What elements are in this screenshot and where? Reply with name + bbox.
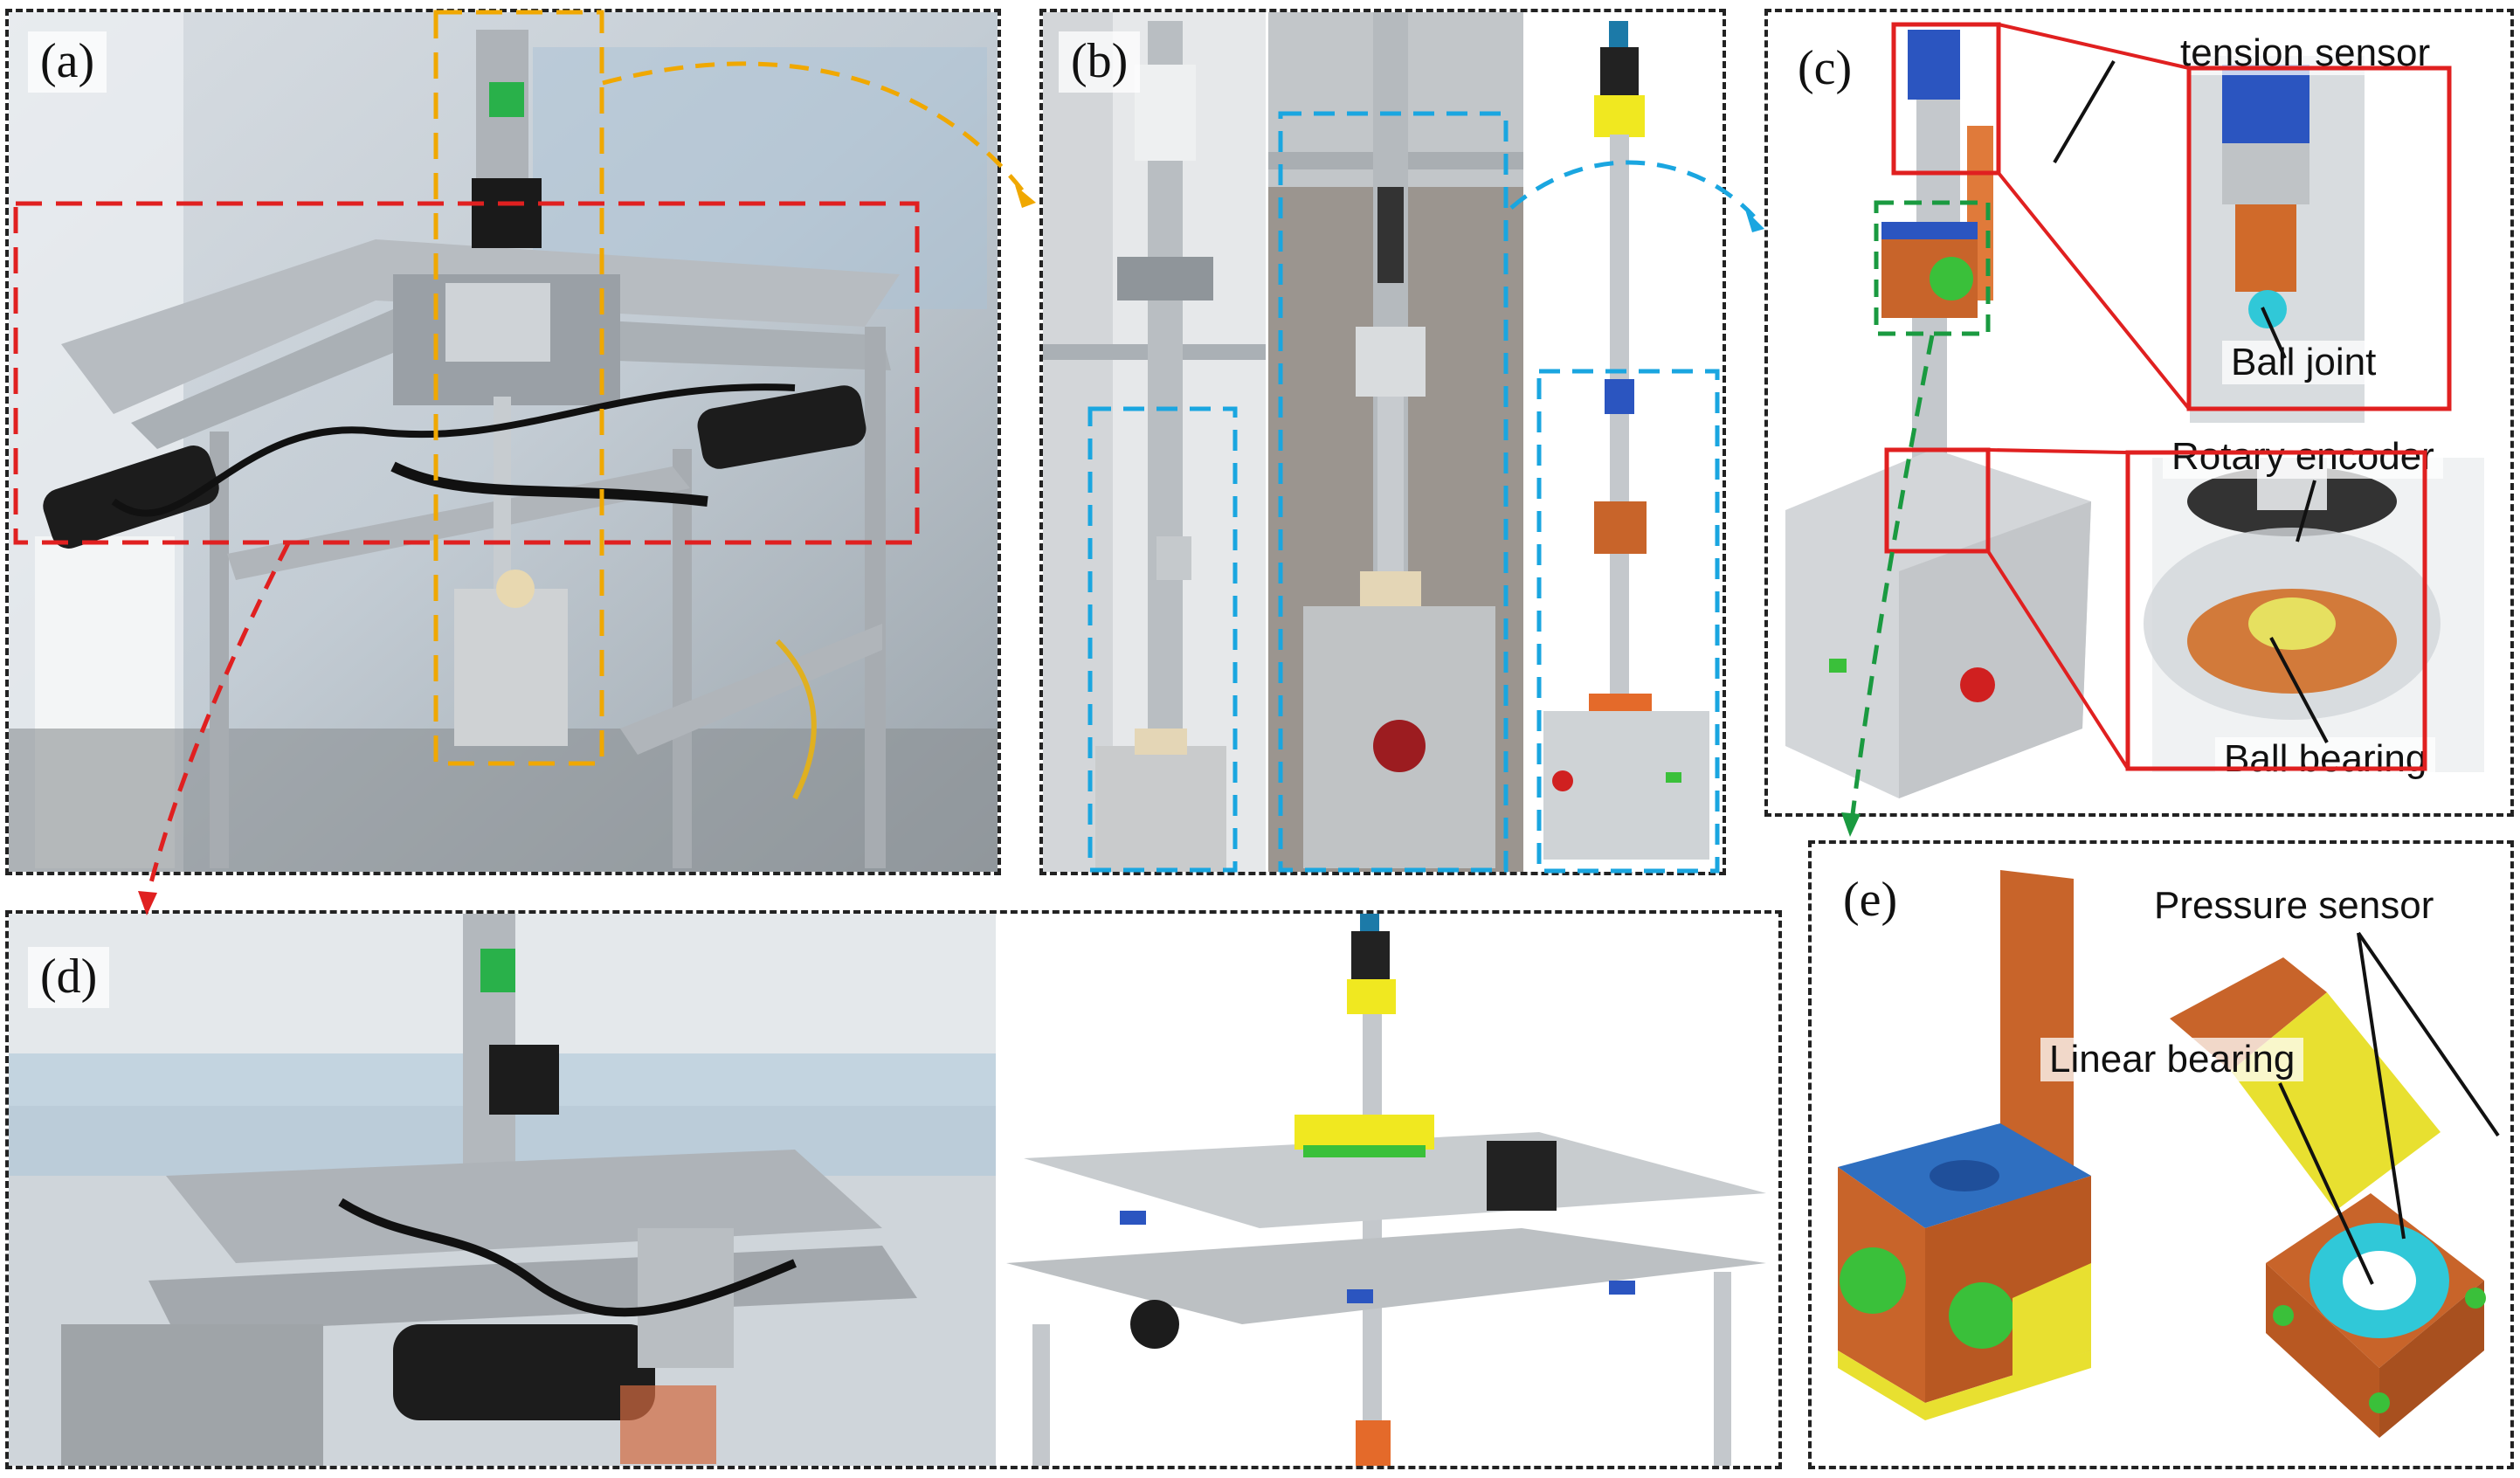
panel-a-photo [9, 12, 998, 872]
panel-e-cad [1812, 844, 2510, 1466]
panel-a-illustration [9, 12, 998, 872]
panel-c-cad [1768, 12, 2510, 813]
callout-rotary-encoder: Rotary encoder [2163, 435, 2443, 480]
panel-b-middle-illustration [1268, 12, 1523, 872]
callout-pressure-sensor: Pressure sensor [2154, 884, 2434, 927]
panel-b-cad-illustration [1526, 12, 1723, 872]
panel-b-left-illustration [1043, 12, 1266, 872]
panel-b-photo-middle [1268, 12, 1523, 872]
panel-d-cad [998, 914, 1778, 1466]
panel-c-label: (c) [1798, 41, 1853, 95]
panel-b-photo-left [1043, 12, 1266, 872]
panel-e-label: (e) [1843, 873, 1898, 927]
panel-e: (e) Pressure sensor Linear bearing [1808, 840, 2514, 1469]
callout-tension-sensor: tension sensor [2171, 31, 2440, 76]
panel-a-label: (a) [28, 31, 107, 93]
callout-linear-bearing: Linear bearing [2040, 1038, 2304, 1082]
callout-ball-joint: Ball joint [2222, 341, 2385, 385]
panel-d-cad-illustration [998, 914, 1778, 1466]
panel-b-label: (b) [1059, 31, 1141, 93]
panel-d-photo [9, 914, 996, 1466]
panel-d-photo-illustration [9, 914, 996, 1466]
callout-ball-bearing: Ball bearing [2215, 737, 2436, 782]
panel-b: (b) [1039, 9, 1726, 875]
panel-d: (d) [5, 910, 1782, 1469]
panel-c: (c) tension sensor Ball joint Rotary enc… [1764, 9, 2514, 817]
panel-d-label: (d) [28, 947, 110, 1008]
panel-a: (a) [5, 9, 1001, 875]
panel-b-cad [1526, 12, 1723, 872]
